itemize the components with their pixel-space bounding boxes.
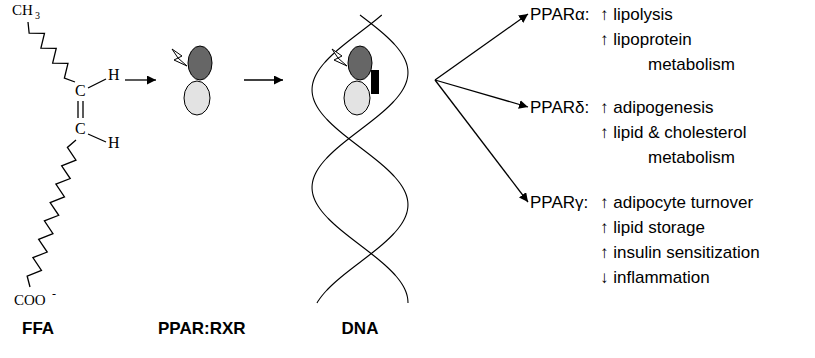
illustration-node: FFA: [2, 0, 125, 345]
carbon-chain: [28, 22, 75, 82]
effect-line: ↑ lipid storage: [600, 215, 760, 240]
effect-group: PPARδ:↑ adipogenesis↑ lipid & cholestero…: [530, 95, 773, 170]
effect-column: ↑ adipocyte turnover↑ lipid storage↑ ins…: [600, 190, 760, 290]
receptor-name: PPARδ:: [530, 95, 600, 120]
effect-line: ↓ inflammation: [600, 265, 760, 290]
effect-line: ↑ lipoprotein metabolism: [600, 27, 773, 77]
atom-label: CH: [12, 3, 33, 18]
node-label: DNA: [285, 318, 435, 340]
atom-label: 3: [35, 11, 40, 21]
rxr-oval: [344, 81, 370, 115]
atom-label: C: [75, 83, 86, 99]
bond-line: [88, 134, 106, 142]
ligand-bolt: [172, 49, 187, 66]
effect-column: ↑ lipolysis↑ lipoprotein metabolism: [600, 2, 773, 77]
response-element: [371, 70, 379, 94]
arrow-connector: [435, 14, 528, 80]
arrow-connector: [435, 80, 528, 107]
arrow-connector: [125, 79, 156, 80]
rxr-oval: [184, 81, 210, 115]
carbon-chain: [27, 140, 76, 287]
atom-label: H: [108, 135, 120, 151]
effect-line: ↑ lipid & cholesterol metabolism: [600, 120, 773, 170]
ppar-oval: [188, 46, 212, 80]
receptor-name: PPARγ:: [530, 190, 600, 215]
effect-group: PPARα:↑ lipolysis↑ lipoprotein metabolis…: [530, 2, 773, 77]
effect-line: ↑ insulin sensitization: [600, 240, 760, 265]
effect-column: ↑ adipogenesis↑ lipid & cholesterol meta…: [600, 95, 773, 170]
dna-strand: [312, 15, 408, 303]
ppar-oval: [348, 46, 372, 80]
effect-line: ↑ lipolysis: [600, 2, 773, 27]
illustration-node: PPAR:RXR: [158, 0, 244, 345]
effect-group: PPARγ:↑ adipocyte turnover↑ lipid storag…: [530, 190, 760, 290]
double-bond: [77, 101, 78, 118]
dna-strand: [312, 15, 408, 303]
arrow-connector: [244, 79, 283, 80]
effect-line: ↑ adipogenesis: [600, 95, 773, 120]
double-bond: [82, 101, 83, 118]
atom-label: -: [52, 288, 56, 300]
effect-line: ↑ adipocyte turnover: [600, 190, 760, 215]
bond-line: [88, 79, 106, 88]
node-label: FFA: [2, 318, 125, 340]
atom-label: C: [75, 121, 86, 137]
illustration-node: DNA: [285, 0, 435, 345]
atom-label: H: [108, 67, 120, 83]
ligand-bolt: [332, 49, 347, 66]
receptor-name: PPARα:: [530, 2, 600, 27]
arrow-connector: [435, 80, 528, 202]
node-label: PPAR:RXR: [158, 318, 244, 340]
atom-label: COO: [14, 293, 46, 308]
